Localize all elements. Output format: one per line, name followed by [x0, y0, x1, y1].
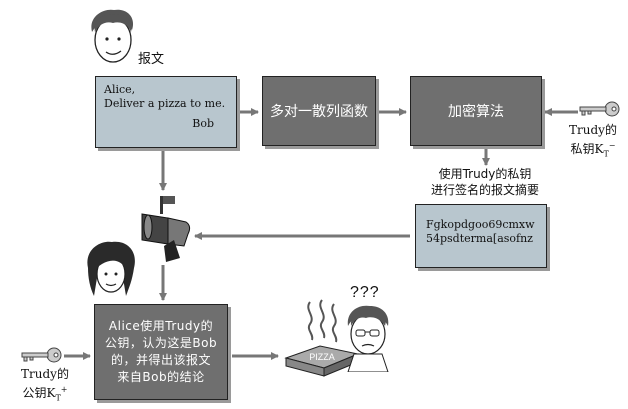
message-signature: Bob	[192, 117, 214, 130]
signed-digest-line-2: 54psdterma[asofnz	[426, 232, 533, 245]
public-key-subscript: T	[55, 393, 61, 403]
alice-box-line-4: 来自Bob的结论	[117, 370, 205, 384]
bob-person-icon	[347, 305, 389, 372]
public-key-symbol: 公钥K	[22, 386, 56, 400]
alice-conclusion-box: Alice使用Trudy的 公钥，认为这是Bob 的，并得出该报文 来自Bob的…	[94, 304, 228, 400]
hash-function-box: 多对一散列函数	[262, 76, 376, 146]
alice-person-icon	[87, 241, 135, 296]
message-document: Alice, Deliver a pizza to me. Bob	[95, 76, 237, 148]
private-key-superscript: −	[608, 141, 616, 150]
message-line-1: Alice,	[104, 83, 136, 96]
public-key-superscript: +	[60, 385, 68, 394]
pizza-box-icon: PIZZA	[284, 299, 360, 377]
private-key-label-line-2: 私钥KT−	[560, 138, 626, 162]
encryption-algorithm-box: 加密算法	[410, 76, 542, 146]
trudy-private-key-label: Trudy的 私钥KT−	[560, 122, 626, 162]
signed-digest-label-line-1: 使用Trudy的私钥	[438, 167, 532, 181]
message-label: 报文	[138, 52, 165, 67]
signed-digest-line-1: Fgkopdgoo69cmxw	[426, 218, 535, 231]
private-key-icon	[579, 101, 620, 117]
private-key-subscript: T	[603, 149, 609, 159]
alice-box-line-2: 公钥，认为这是Bob	[104, 336, 218, 350]
alice-box-line-3: 的，并得出该报文	[110, 353, 211, 367]
private-key-symbol: 私钥K	[570, 142, 604, 156]
private-key-label-line-1: Trudy的	[569, 123, 617, 137]
message-line-2: Deliver a pizza to me.	[104, 97, 226, 110]
public-key-label-line-2: 公钥KT+	[12, 382, 78, 406]
confused-marks: ???	[350, 284, 380, 301]
trudy-person-icon	[91, 9, 134, 63]
signed-digest-label: 使用Trudy的私钥 进行签名的报文摘要	[410, 166, 560, 198]
public-key-label-line-1: Trudy的	[21, 367, 69, 381]
mailbox-icon	[141, 196, 191, 262]
pizza-label: PIZZA	[309, 352, 335, 362]
trudy-public-key-label: Trudy的 公钥KT+	[12, 366, 78, 406]
public-key-icon	[21, 347, 62, 363]
signed-digest-document: Fgkopdgoo69cmxw 54psdterma[asofnz	[415, 204, 547, 268]
alice-box-line-1: Alice使用Trudy的	[108, 319, 214, 333]
signed-digest-label-line-2: 进行签名的报文摘要	[430, 183, 539, 197]
